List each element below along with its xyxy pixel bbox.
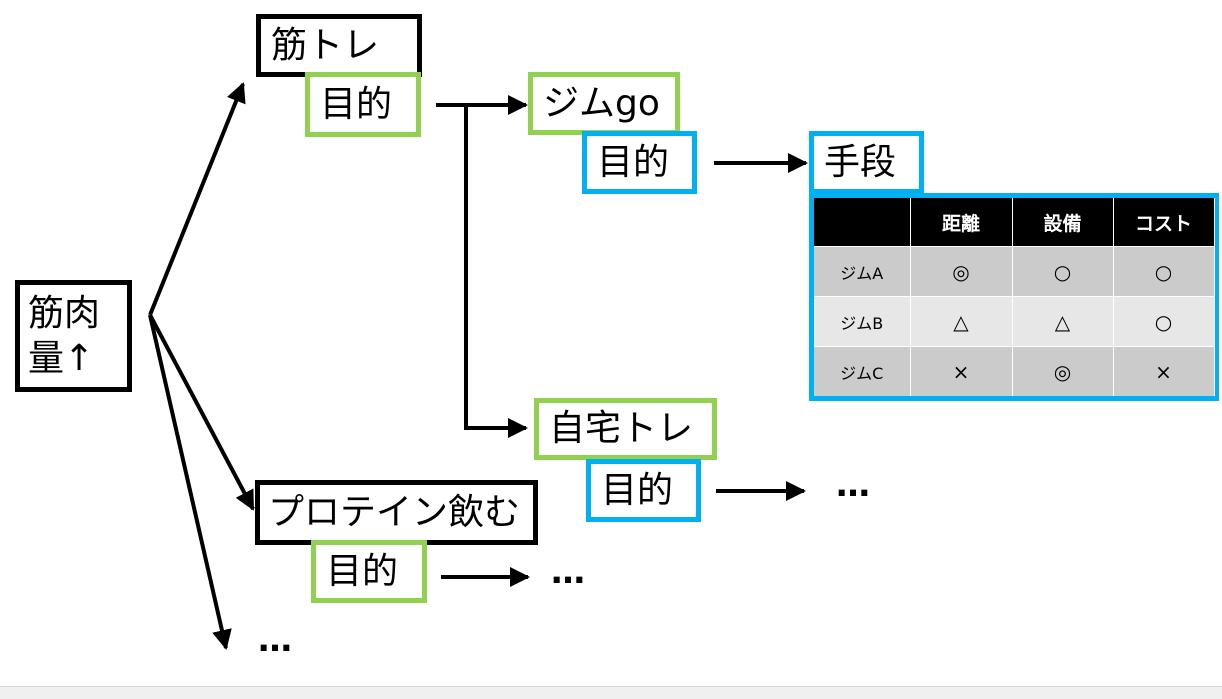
gym-node: ジムgo	[528, 72, 680, 135]
root-label-line2: 量↑	[28, 338, 95, 379]
cell-gym-c-equipment: ◎	[1012, 346, 1114, 396]
row-name-gym-c: ジムC	[814, 346, 911, 396]
cell-gym-b-cost: ○	[1113, 296, 1215, 347]
arrow-root-to-more	[148, 314, 232, 650]
home-purpose-node: 目的	[586, 459, 701, 522]
home-workout-node: 自宅トレ	[534, 398, 717, 460]
cell-gym-c-cost: ×	[1113, 346, 1215, 396]
cell-gym-c-distance: ×	[910, 346, 1013, 396]
table-header-distance: 距離	[910, 198, 1013, 247]
table-header-blank	[814, 198, 911, 247]
arrow-purpose-to-home	[464, 105, 528, 438]
table-row: ジムB △ △ ○	[814, 296, 1215, 347]
cell-gym-b-equipment: △	[1012, 296, 1114, 347]
means-node: 手段	[809, 131, 924, 194]
workout-node: 筋トレ	[256, 14, 422, 77]
cell-gym-a-cost: ○	[1113, 245, 1215, 297]
root-node: 筋肉 量↑	[15, 280, 132, 392]
row-name-gym-b: ジムB	[814, 296, 911, 347]
cell-gym-a-distance: ◎	[910, 245, 1013, 297]
gym-comparison-table: 距離 設備 コスト ジムA ◎ ○ ○ ジムB △ △ ○	[809, 193, 1219, 401]
table-row: ジムA ◎ ○ ○	[814, 245, 1215, 297]
more-branches-ellipsis: …	[258, 620, 296, 660]
workout-purpose-node: 目的	[305, 72, 421, 137]
protein-node: プロテイン飲む	[255, 480, 538, 545]
arrow-root-to-protein	[148, 314, 255, 511]
window-bottom-bar	[0, 686, 1222, 699]
table-header-row: 距離 設備 コスト	[814, 198, 1215, 247]
cell-gym-a-equipment: ○	[1012, 245, 1114, 297]
table-header-equipment: 設備	[1012, 198, 1114, 247]
arrow-root-to-workout	[148, 82, 246, 316]
root-label-line1: 筋肉	[28, 293, 101, 334]
gym-purpose-node: 目的	[582, 131, 697, 194]
home-continuation-ellipsis: …	[836, 465, 874, 505]
protein-purpose-node: 目的	[311, 540, 427, 603]
table-row: ジムC × ◎ ×	[814, 346, 1215, 396]
table-header-cost: コスト	[1113, 198, 1215, 247]
row-name-gym-a: ジムA	[814, 245, 911, 297]
cell-gym-b-distance: △	[910, 296, 1013, 347]
protein-continuation-ellipsis: …	[551, 552, 589, 592]
